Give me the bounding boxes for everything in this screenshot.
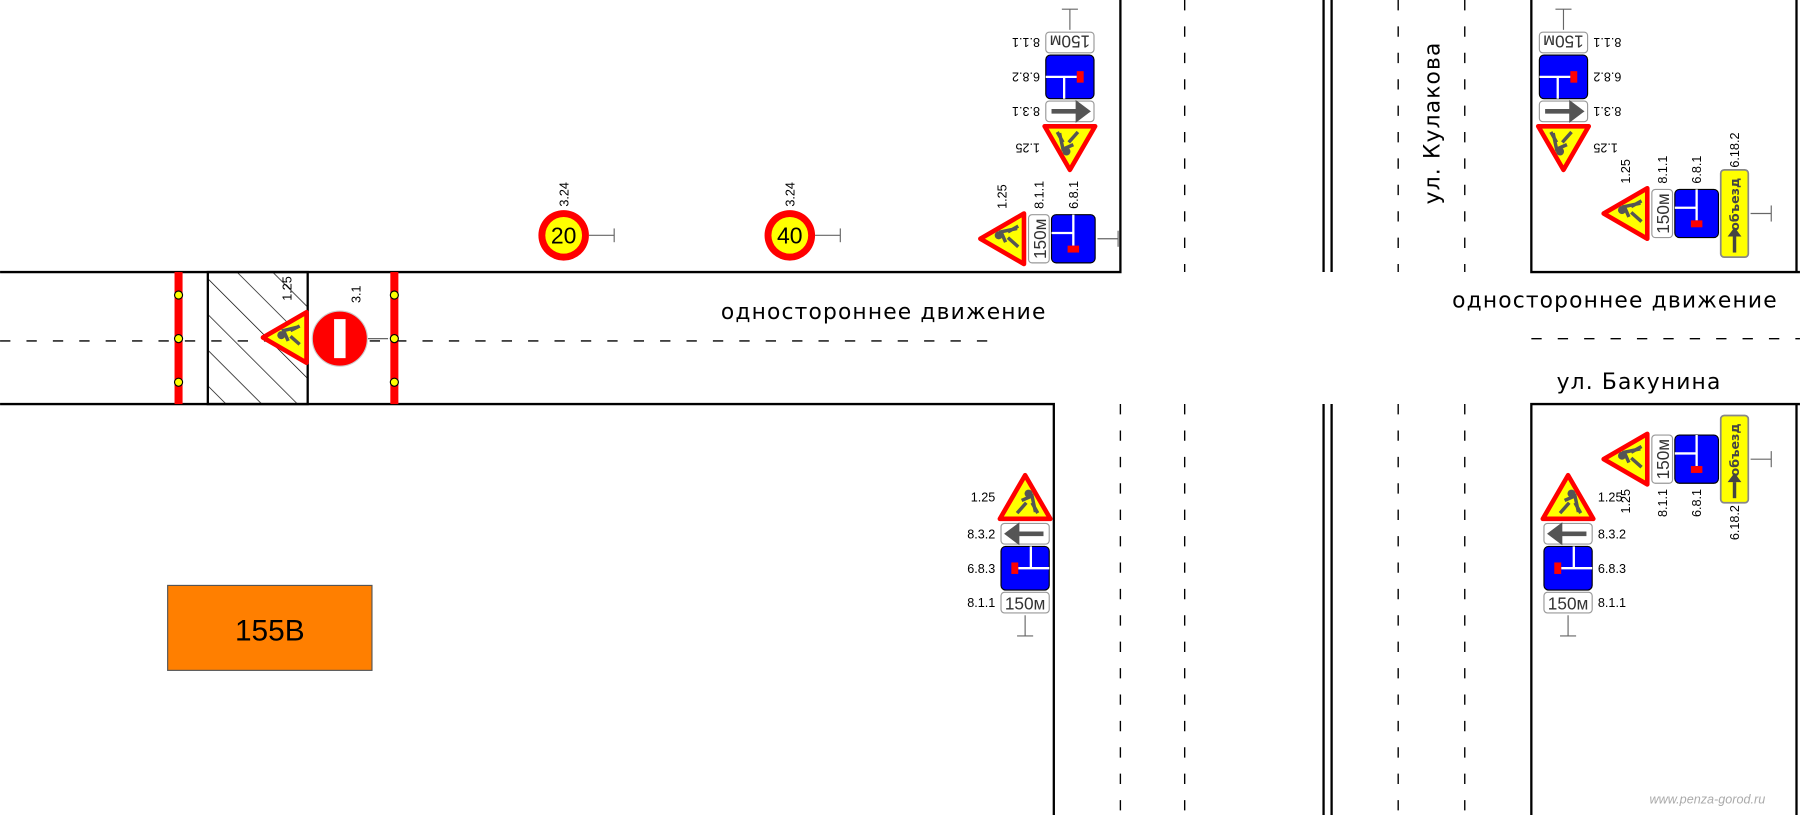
- speed-limit-40: 40: [764, 210, 841, 261]
- sign-code-label: 8.1.1: [967, 596, 995, 610]
- distance-plate-text: 150м: [1653, 193, 1673, 234]
- speed-limit-value: 20: [551, 222, 577, 248]
- sign-clusters: 1.25 8.3.1 6.8.2 150м 8.1.1 1.25 150м 8.1.1 6.8.…: [967, 8, 1772, 637]
- sign-code-label: 6.8.1: [1690, 156, 1704, 184]
- one-way-label-left: одностороннее движение: [721, 300, 1047, 325]
- sign-work-1-25: [1601, 431, 1650, 487]
- sign-code-label: 8.3.2: [967, 527, 995, 541]
- sign-deadend-6-8-3: [1543, 545, 1593, 591]
- sign-code-label: 6.18.2: [1728, 505, 1742, 540]
- sign-plate-8-1-1: 150м: [1651, 188, 1674, 239]
- sign-deadend-6-8-1: [1050, 214, 1096, 264]
- sign-cluster-top-right-vertical: 1.25 8.3.1 6.8.2 150м 8.1.1: [1535, 8, 1621, 173]
- sign-arrow-8-3-2: [1000, 522, 1050, 546]
- sign-work-1-25: [1540, 472, 1596, 522]
- speed-limit-20: 20: [538, 210, 615, 261]
- sign-code-label: 8.1.1: [1656, 156, 1670, 184]
- distance-plate-text: 150м: [1543, 32, 1584, 52]
- sign-cluster-bottom-middle: 1.25 8.3.2 6.8.3 150м 8.1.1: [967, 472, 1053, 637]
- sign-deadend-6-8-2: [1538, 54, 1589, 100]
- sign-code-label: 6.8.1: [1690, 489, 1704, 517]
- distance-plate-text: 150м: [1653, 439, 1673, 480]
- sign-plate-8-1-1: 150м: [1000, 591, 1050, 614]
- one-way-label-right: одностороннее движение: [1452, 289, 1778, 314]
- sign-post: [1750, 205, 1772, 222]
- distance-plate-text: 150м: [1548, 594, 1589, 614]
- sign-code-label: 8.1.1: [1593, 35, 1621, 49]
- sign-code-label: 6.18.2: [1728, 133, 1742, 168]
- sign-post: [1750, 451, 1772, 468]
- work-sign-closure: [260, 309, 309, 366]
- object-155v: 155В: [167, 584, 373, 671]
- speed-limit-value: 40: [777, 222, 803, 248]
- sign-post: [1097, 230, 1119, 247]
- sign-cluster-top-right-horizontal: 1.25 150м 8.1.1 6.8.1 объезд 6.18.2: [1601, 133, 1772, 258]
- sign-work-1-25: [1601, 185, 1650, 242]
- object-label: 155В: [235, 615, 305, 648]
- speed-limit-code: 3.24: [783, 182, 797, 207]
- no-entry-sign: [311, 310, 389, 367]
- barrier-left: [173, 272, 184, 405]
- detour-text: объезд: [1727, 178, 1742, 231]
- sign-cluster-bottom-right-vertical: 1.25 8.3.2 6.8.3 150м 8.1.1: [1540, 472, 1626, 637]
- sign-code-label: 6.8.2: [1593, 69, 1621, 83]
- sign-detour-6-18-2: объезд: [1719, 414, 1750, 504]
- street-name-bakunina: ул. Бакунина: [1557, 370, 1722, 395]
- sign-plate-8-1-1: 150м: [1651, 434, 1674, 484]
- sign-code-label: 8.1.1: [1656, 489, 1670, 517]
- sign-code-label: 1.25: [971, 491, 996, 505]
- sign-code-label: 6.8.2: [1012, 69, 1040, 83]
- sign-plate-8-1-1: 150м: [1045, 31, 1095, 54]
- sign-deadend-6-8-2: [1045, 54, 1095, 100]
- sign-code-label: 8.1.1: [1012, 35, 1040, 49]
- sign-detour-6-18-2: объезд: [1719, 169, 1750, 258]
- sign-code-label: 6.8.1: [1067, 181, 1081, 209]
- sign-code-label: 8.1.1: [1032, 181, 1046, 209]
- sign-post: [1017, 615, 1034, 637]
- sign-code-label: 1.25: [1619, 159, 1633, 184]
- work-sign-closure-code: 1.25: [281, 276, 295, 301]
- sign-deadend-6-8-1: [1674, 434, 1720, 484]
- sign-cluster-bottom-right-horizontal: 1.25 150м 8.1.1 6.8.1 объезд 6.18.2: [1601, 414, 1772, 540]
- no-entry-sign-code: 3.1: [349, 286, 363, 304]
- watermark: www.penza-gorod.ru: [1650, 793, 1766, 807]
- sign-post: [1555, 8, 1572, 30]
- sign-plate-8-1-1: 150м: [1543, 591, 1593, 614]
- sign-code-label: 8.1.1: [1598, 596, 1626, 610]
- sign-code-label: 1.25: [996, 184, 1010, 209]
- sign-cluster-top-middle-horizontal: 1.25 150м 8.1.1 6.8.1: [978, 181, 1119, 267]
- speed-limit-code: 3.24: [557, 182, 571, 207]
- sign-post: [1560, 615, 1577, 637]
- sign-work-1-25: [1535, 123, 1592, 173]
- sign-code-label: 1.25: [1015, 140, 1040, 154]
- sign-code-label: 6.8.3: [967, 562, 995, 576]
- sign-code-label: 8.3.2: [1598, 527, 1626, 541]
- sign-arrow-8-3-2: [1543, 522, 1593, 546]
- sign-work-1-25: [1042, 123, 1098, 173]
- sign-code-label: 8.3.1: [1012, 104, 1040, 118]
- distance-plate-text: 150м: [1005, 594, 1046, 614]
- sign-plate-8-1-1: 150м: [1027, 214, 1050, 264]
- sign-code-label: 1.25: [1598, 491, 1623, 505]
- sign-work-1-25: [978, 211, 1027, 267]
- sign-cluster-top-middle-vertical: 1.25 8.3.1 6.8.2 150м 8.1.1: [1012, 8, 1098, 173]
- sign-arrow-8-3-1: [1538, 99, 1589, 123]
- sign-code-label: 6.8.3: [1598, 562, 1626, 576]
- sign-work-1-25: [997, 472, 1053, 522]
- sign-code-label: 1.25: [1593, 140, 1618, 154]
- sign-deadend-6-8-3: [1000, 545, 1050, 591]
- street-name-kulakova: ул. Кулакова: [1421, 41, 1446, 204]
- sign-post: [1061, 8, 1078, 30]
- barrier-right: [389, 272, 399, 405]
- distance-plate-text: 150м: [1030, 218, 1050, 259]
- detour-text: объезд: [1727, 423, 1742, 476]
- sign-code-label: 8.3.1: [1593, 104, 1621, 118]
- sign-deadend-6-8-1: [1674, 188, 1720, 239]
- sign-plate-8-1-1: 150м: [1538, 31, 1589, 54]
- distance-plate-text: 150м: [1050, 32, 1091, 52]
- sign-code-label: 1.25: [1619, 489, 1633, 514]
- sign-arrow-8-3-1: [1045, 99, 1095, 123]
